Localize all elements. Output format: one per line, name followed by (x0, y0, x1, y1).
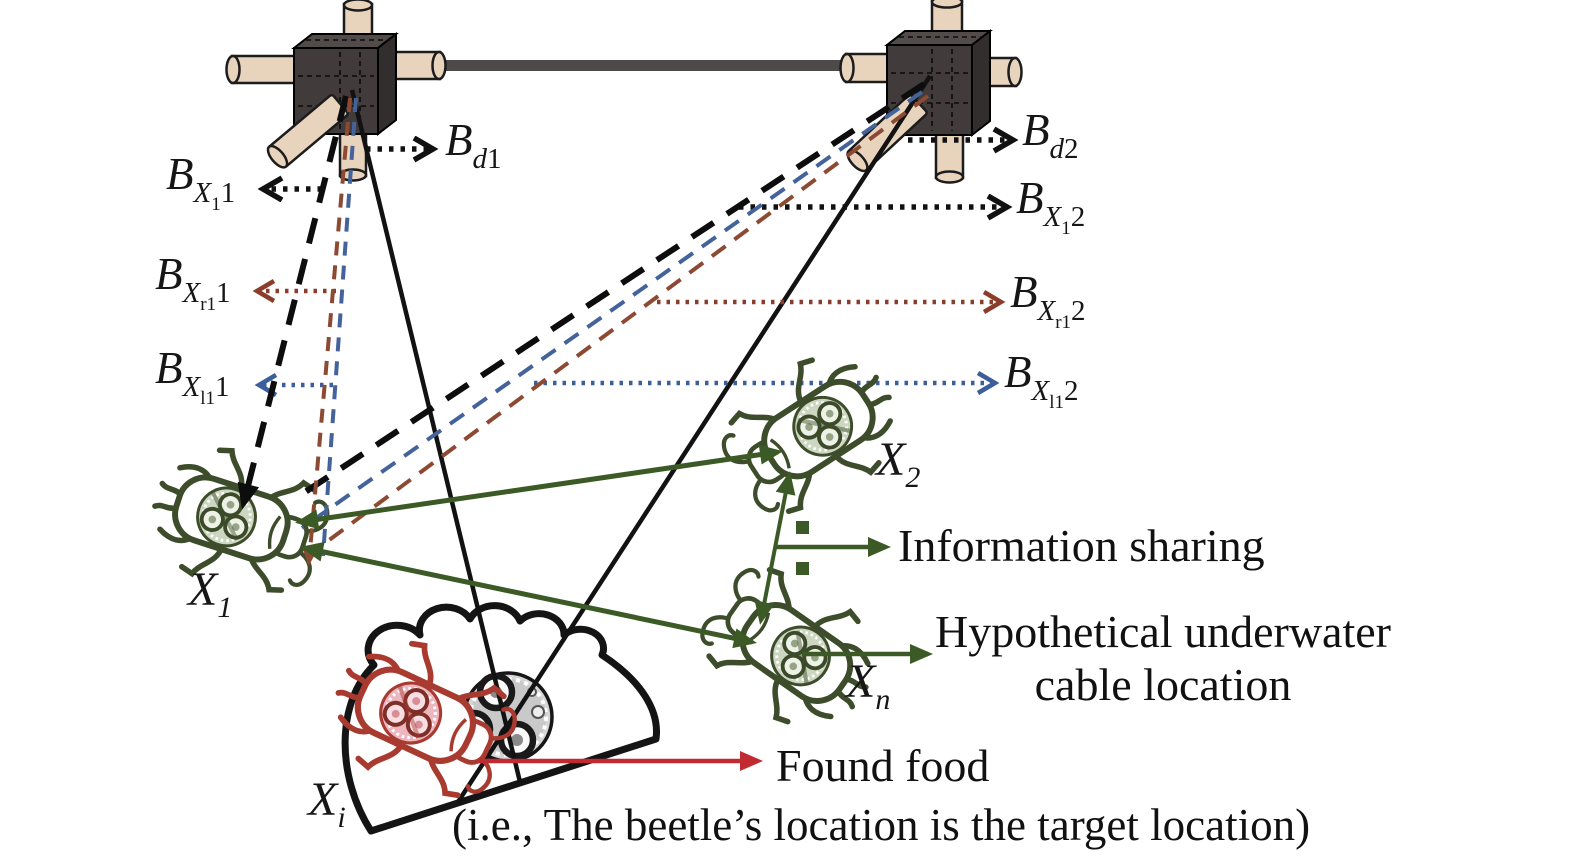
front-rod (266, 94, 349, 169)
label-bx1-2: BX12 (1016, 173, 1086, 239)
target-note-label: (i.e., The beetle’s location is the targ… (452, 800, 1311, 850)
hypothetical-cable-label: Hypothetical underwater cable location (896, 606, 1430, 712)
beetle-xn (685, 548, 896, 750)
left-antenna-left-line (321, 97, 358, 557)
label-xn: Xn (846, 655, 891, 716)
hypothetical-cable-line2: cable location (1034, 658, 1292, 710)
label-bxl1-2: BXl12 (1004, 347, 1079, 413)
left-transducer (225, 0, 447, 182)
label-x2: X2 (876, 433, 921, 494)
right-transducer (839, 0, 1023, 184)
right-antenna-right-line (311, 94, 930, 554)
connecting-bar (436, 60, 850, 71)
label-bd2: Bd2 (1022, 105, 1079, 165)
link-x1-x2 (295, 444, 783, 530)
label-bxl1-1: BXl11 (155, 343, 230, 409)
link-x1-xn (300, 541, 757, 649)
label-bx1-1: BX11 (166, 149, 236, 215)
information-sharing-label: Information sharing (898, 520, 1265, 571)
dashed-measurement-lines (237, 81, 930, 566)
bx1-left-line (237, 95, 349, 510)
ellipsis-dot (796, 562, 809, 575)
label-bxr1-2: BXr12 (1010, 267, 1086, 333)
hypothetical-cable-line1: Hypothetical underwater (935, 606, 1391, 657)
sonar-line-right (456, 74, 932, 804)
found-food-label: Found food (776, 740, 990, 791)
label-bd1: Bd1 (445, 115, 502, 175)
label-xi: Xi (308, 773, 346, 834)
cube-hidden-edges (891, 36, 984, 131)
label-bxr1-1: BXr11 (155, 249, 231, 315)
ellipsis-dot (796, 521, 809, 534)
label-x1: X1 (188, 563, 233, 624)
left-rod (230, 54, 298, 85)
